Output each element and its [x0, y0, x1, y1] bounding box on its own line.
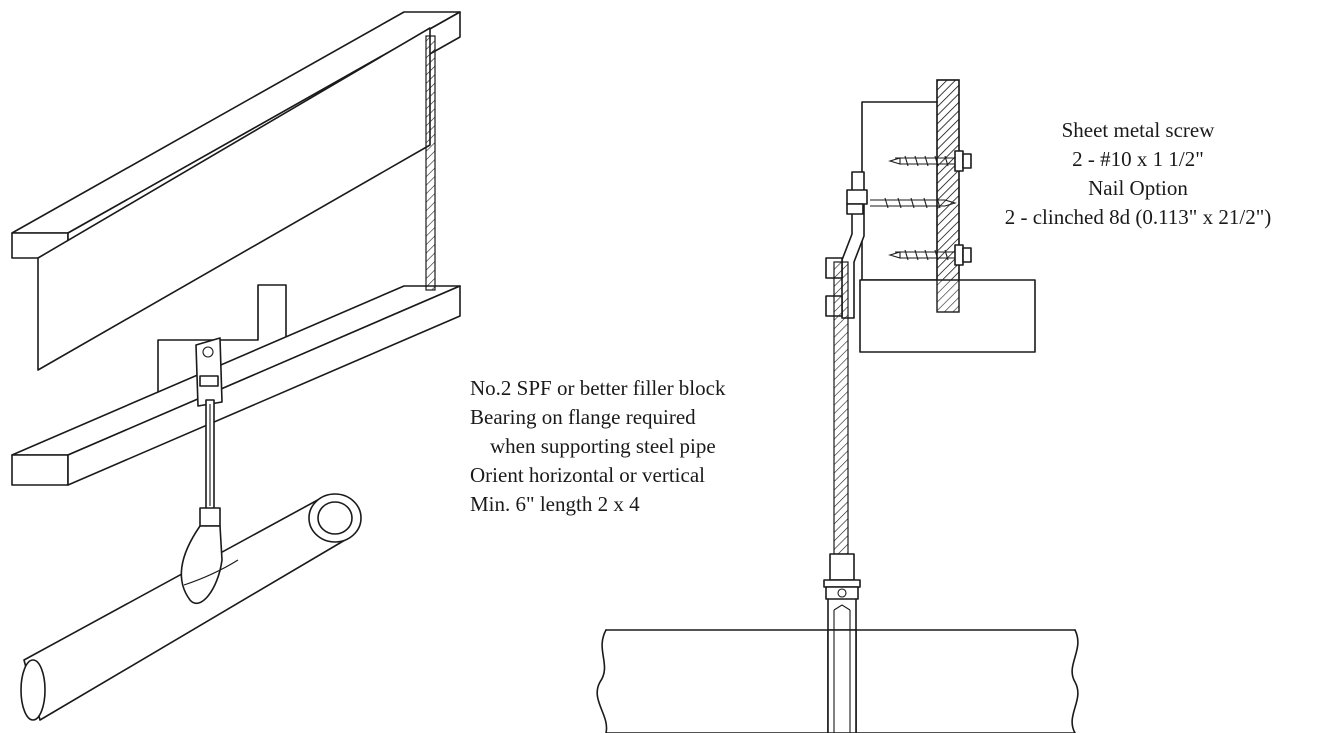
filler-line-1: No.2 SPF or better filler block — [470, 376, 726, 400]
fastener-callout: Sheet metal screw 2 - #10 x 1 1/2" Nail … — [1005, 118, 1272, 229]
section-view — [596, 79, 1079, 733]
fastener-line-3: Nail Option — [1088, 176, 1188, 200]
screw-middle — [870, 197, 957, 209]
joist-hanger-rod — [425, 35, 436, 291]
filler-line-5: Min. 6" length 2 x 4 — [470, 492, 640, 516]
section-pipe — [596, 629, 1079, 733]
iso-hanger-assembly — [180, 337, 239, 605]
fastener-line-2: 2 - #10 x 1 1/2" — [1072, 147, 1204, 171]
iso-pipe — [20, 493, 362, 721]
screw-top — [888, 150, 972, 172]
filler-line-2: Bearing on flange required — [470, 405, 696, 429]
fastener-line-4: 2 - clinched 8d (0.113" x 21/2") — [1005, 205, 1272, 229]
filler-line-4: Orient horizontal or vertical — [470, 463, 705, 487]
isometric-view — [11, 11, 461, 721]
fastener-line-1: Sheet metal screw — [1062, 118, 1216, 142]
bottom-flange-section — [859, 279, 1036, 353]
filler-line-3: when supporting steel pipe — [490, 434, 716, 458]
rod-coupling — [823, 553, 861, 600]
bottom-flange — [11, 285, 461, 486]
threaded-rod — [833, 261, 849, 555]
filler-block-callout: No.2 SPF or better filler block Bearing … — [470, 376, 726, 516]
screw-bottom — [888, 244, 972, 266]
